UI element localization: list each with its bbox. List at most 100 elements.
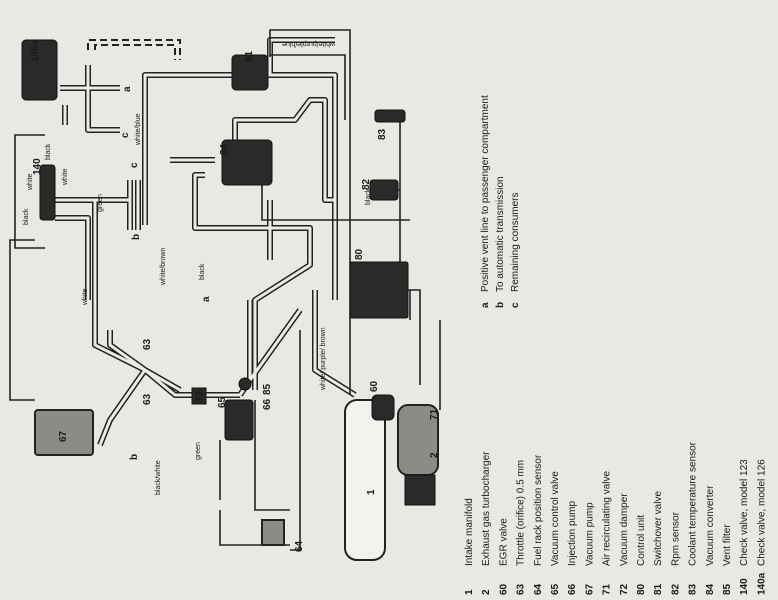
legend-number: 65: [550, 583, 561, 595]
label-82: 82: [361, 178, 372, 190]
legend-number: 72: [619, 583, 630, 595]
vacuum-lines: [9, 29, 441, 551]
label-60: 60: [369, 380, 380, 392]
legend-text: Air recirculating valve: [602, 471, 613, 566]
rpm-sensor-82: [369, 179, 399, 201]
legend-number: 1: [464, 589, 475, 595]
legend-text: Intake manifold: [464, 498, 475, 566]
control-unit-80: [349, 261, 409, 319]
wire-label-black-82: black: [365, 188, 372, 205]
note-letter: b: [495, 302, 506, 308]
components: [21, 39, 439, 561]
legend-text: Switchover valve: [653, 491, 664, 566]
legend-number: 81: [653, 583, 664, 595]
vacuum-converter-84: [221, 139, 273, 186]
injection-pump-66: [224, 399, 254, 441]
legend-number: 83: [688, 583, 699, 595]
label-140: 140: [32, 158, 43, 175]
label-b-bottom: b: [129, 454, 140, 460]
egr-valve-60: [371, 394, 395, 421]
wire-label-green: green: [97, 194, 104, 212]
wire-label-green-72: green: [195, 442, 202, 460]
wire-label-white-purple-blue: white/purple/blue: [282, 40, 336, 47]
wire-label-white: white: [82, 289, 89, 306]
legend-number: 63: [516, 583, 527, 595]
label-66: 66: [262, 398, 273, 410]
legend-text: Rpm sensor: [670, 511, 681, 566]
label-63-upper: 63: [142, 338, 153, 350]
check-valve-140a: [21, 39, 58, 101]
label-c-lower: b: [131, 234, 142, 240]
switchover-valve-81: [231, 54, 269, 91]
wire-label-black: black: [199, 263, 206, 280]
legend-text: Control unit: [636, 515, 647, 566]
legend-number: 85: [722, 583, 733, 595]
legend-text: Exhaust gas turbocharger: [481, 451, 492, 566]
legend-text: Vacuum damper: [619, 493, 630, 566]
legend: 1 Intake manifold 2 Exhaust gas turbocharge…: [464, 441, 767, 595]
legend-text: Throttle (orifice) 0.5 mm: [516, 460, 527, 566]
legend-text: Vacuum pump: [584, 502, 595, 566]
note-text: Positive vent line to passenger compartm…: [480, 95, 491, 292]
legend-text: Injection pump: [567, 501, 578, 566]
note-letter: c: [510, 302, 521, 308]
legend-text: EGR valve: [498, 518, 509, 566]
legend-number: 66: [567, 583, 578, 595]
turbo-housing: [404, 474, 436, 506]
legend-number: 82: [670, 583, 681, 595]
label-85: 85: [262, 383, 273, 395]
wire-label-white-brown: white/brown: [160, 248, 167, 286]
label-a-top: a: [122, 86, 133, 92]
label-140a: 140a: [30, 39, 41, 62]
check-valve-140: [39, 164, 56, 221]
label-80: 80: [354, 248, 365, 260]
label-72: 72: [195, 390, 206, 402]
wire-label-black-white: black/white: [155, 460, 162, 495]
wire-labels: white/blue white/purple/blue white/brown…: [23, 40, 372, 495]
wire-label-black-140: black: [23, 208, 30, 225]
legend-text: Vacuum control valve: [550, 471, 561, 566]
wire-label-white-140-left: white: [27, 174, 34, 191]
intake-manifold-1: [344, 399, 386, 561]
note-letter: a: [480, 302, 491, 308]
legend-text: Vacuum converter: [705, 485, 716, 566]
coolant-temperature-sensor-83: [374, 109, 406, 123]
label-64: 64: [294, 540, 305, 552]
legend-text: Fuel rack position sensor: [533, 454, 544, 566]
label-c-top: c: [120, 132, 131, 138]
fuel-rack-sensor-64: [261, 519, 285, 546]
wire-label-white-140-right: white: [62, 169, 69, 186]
label-81: 81: [244, 50, 255, 62]
wire-label-white-blue: white/blue: [135, 113, 142, 146]
note-text: Remaining consumers: [510, 193, 521, 293]
legend-number: 2: [481, 589, 492, 595]
label-71: 71: [429, 408, 440, 420]
legend-text: Check valve, model 123: [739, 459, 750, 566]
label-65: 65: [217, 396, 228, 408]
label-2: 2: [429, 452, 440, 458]
part-labels: 140a 140 81 84 83 82 80 67 63 63 72 65 6…: [30, 39, 440, 552]
vacuum-damper-72: [191, 387, 207, 405]
legend-text: Check valve, model 126: [756, 459, 767, 566]
wire-label-white-purple-brown: white/ purple/ brown: [320, 327, 327, 391]
label-63-lower: 63: [142, 393, 153, 405]
legend-number: 140: [739, 578, 750, 595]
vent-filter-85: [238, 377, 252, 391]
legend-number: 60: [498, 583, 509, 595]
legend-number: 140a: [756, 572, 767, 595]
label-a-black: a: [201, 296, 212, 302]
label-1: 1: [366, 489, 377, 495]
legend-number: 84: [705, 583, 716, 595]
label-67: 67: [58, 430, 69, 442]
legend-number: 71: [602, 583, 613, 595]
legend-text: Vent filter: [722, 524, 733, 566]
vacuum-pump-67: [34, 409, 94, 456]
legend-number: 80: [636, 583, 647, 595]
legend-number: 67: [584, 583, 595, 595]
note-text: To automatic transmission: [495, 176, 506, 292]
label-c-bottom: c: [129, 162, 140, 168]
label-84: 84: [219, 143, 230, 155]
wire-label-black-140-top: black: [45, 143, 52, 160]
legend-number: 64: [533, 583, 544, 595]
